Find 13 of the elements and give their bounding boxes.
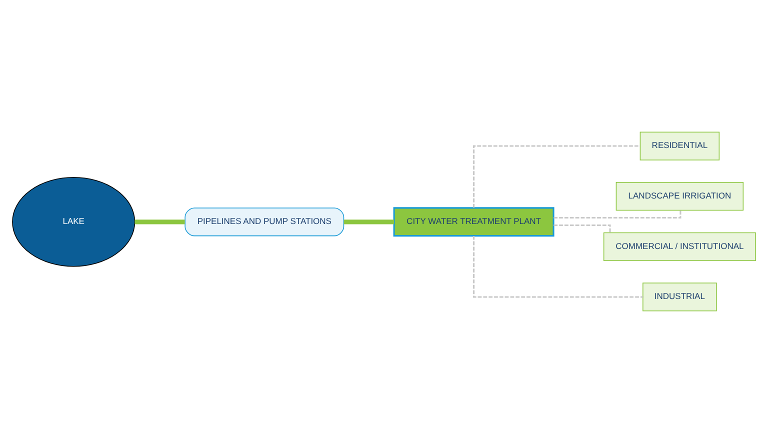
node-box: INDUSTRIAL: [642, 282, 717, 311]
connector: [554, 224, 611, 232]
node-box: CITY WATER TREATMENT PLANT: [393, 206, 554, 236]
node-box: LANDSCAPE IRRIGATION: [616, 182, 744, 210]
node-ellipse: LAKE: [12, 176, 136, 266]
connector: [134, 219, 185, 224]
connector: [554, 210, 682, 218]
connector: [473, 236, 643, 298]
node-box: COMMERCIAL / INSTITUTIONAL: [603, 232, 756, 260]
node-box: RESIDENTIAL: [640, 131, 720, 160]
node-box: PIPELINES AND PUMP STATIONS: [184, 207, 344, 236]
connector: [473, 144, 640, 208]
connector: [344, 219, 394, 224]
